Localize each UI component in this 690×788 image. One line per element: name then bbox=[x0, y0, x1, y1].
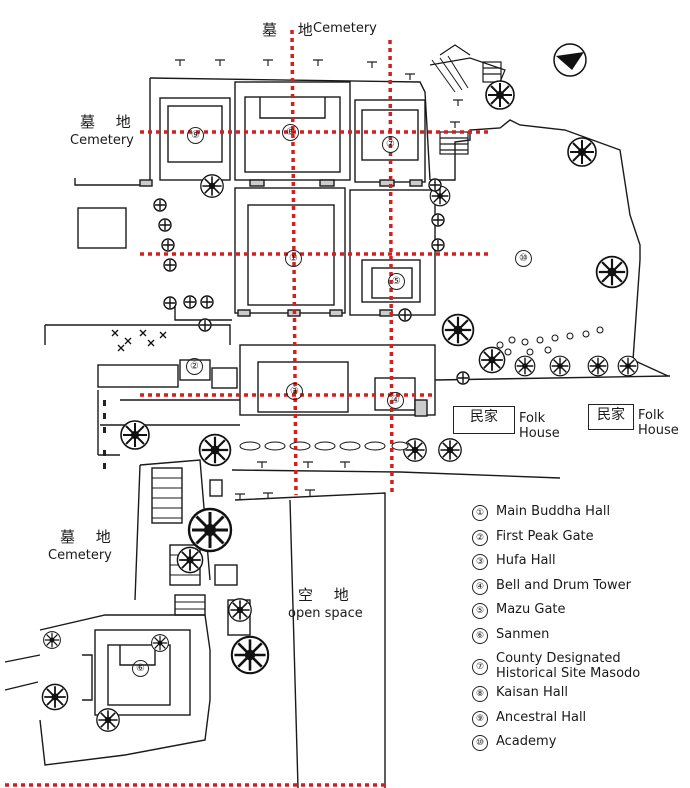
legend-number: ② bbox=[472, 529, 488, 546]
legend-number: ⑦ bbox=[472, 659, 488, 675]
legend-label: County Designated Historical Site Masodo bbox=[496, 651, 641, 681]
legend-item: ④ Bell and Drum Tower bbox=[472, 578, 687, 603]
plan-marker-6: ⑥ bbox=[132, 660, 149, 677]
plan-marker-9: ⑨ bbox=[187, 127, 204, 144]
legend-label: Kaisan Hall bbox=[496, 685, 568, 700]
open-space-cn: 空 地 bbox=[298, 586, 357, 604]
plan-marker-2: ② bbox=[186, 358, 203, 375]
folk-house-2-cn: 民家 bbox=[597, 407, 625, 423]
cemetery-left-cn: 墓 地 bbox=[80, 113, 139, 131]
legend-item: ① Main Buddha Hall bbox=[472, 504, 687, 529]
legend-number: ④ bbox=[472, 578, 488, 595]
plan-marker-1: ① bbox=[285, 250, 302, 267]
legend-label: Ancestral Hall bbox=[496, 709, 587, 725]
legend-label: Sanmen bbox=[496, 626, 550, 642]
legend-label: Academy bbox=[496, 734, 557, 749]
legend-number: ⑨ bbox=[472, 710, 488, 727]
folk-house-1-en: Folk House bbox=[519, 411, 560, 441]
legend-item: ⑩ Academy bbox=[472, 734, 687, 759]
legend-label: Hufa Hall bbox=[496, 553, 556, 568]
plan-marker-3: ③ bbox=[286, 383, 303, 400]
plan-marker-5: ⑤ bbox=[388, 273, 405, 290]
legend-item: ⑤ Mazu Gate bbox=[472, 602, 687, 627]
open-space-en: open space bbox=[288, 606, 363, 621]
folk-house-1-cn: 民家 bbox=[470, 409, 498, 425]
legend-label: Main Buddha Hall bbox=[496, 504, 611, 519]
legend-label: Mazu Gate bbox=[496, 602, 566, 617]
cemetery-bottom-en: Cemetery bbox=[48, 548, 112, 563]
legend-number: ⑩ bbox=[472, 735, 488, 751]
legend-item: ⑧ Kaisan Hall bbox=[472, 685, 687, 710]
folk-house-1-box: 民家 bbox=[453, 406, 515, 434]
cemetery-left-en: Cemetery bbox=[70, 133, 134, 148]
legend-item: ⑦ County Designated Historical Site Masod… bbox=[472, 651, 687, 685]
cemetery-bottom-cn: 墓 地 bbox=[60, 528, 119, 546]
legend-number: ① bbox=[472, 505, 488, 521]
plan-marker-4: ④ bbox=[387, 392, 404, 409]
cemetery-top-en: Cemetery bbox=[313, 21, 377, 36]
legend-number: ③ bbox=[472, 554, 488, 570]
plan-marker-8: ⑧ bbox=[282, 124, 299, 141]
legend-number: ⑥ bbox=[472, 627, 488, 644]
map-legend: ① Main Buddha Hall ② First Peak Gate ③ Hufa… bbox=[472, 504, 687, 759]
legend-number: ⑤ bbox=[472, 603, 488, 619]
legend-number: ⑧ bbox=[472, 686, 488, 702]
north-arrow-icon bbox=[553, 43, 587, 77]
plan-marker-7: ⑦ bbox=[382, 136, 399, 153]
plan-marker-10: ⑩ bbox=[515, 250, 532, 267]
folk-house-2-box: 民家 bbox=[588, 404, 634, 430]
legend-item: ⑥ Sanmen bbox=[472, 627, 687, 652]
legend-item: ⑨ Ancestral Hall bbox=[472, 710, 687, 735]
legend-label: Bell and Drum Tower bbox=[496, 577, 631, 593]
legend-label: First Peak Gate bbox=[496, 528, 594, 544]
folk-house-2-en: Folk House bbox=[638, 408, 679, 438]
cemetery-top-cn: 墓 地 bbox=[262, 21, 321, 39]
legend-item: ② First Peak Gate bbox=[472, 529, 687, 554]
legend-item: ③ Hufa Hall bbox=[472, 553, 687, 578]
